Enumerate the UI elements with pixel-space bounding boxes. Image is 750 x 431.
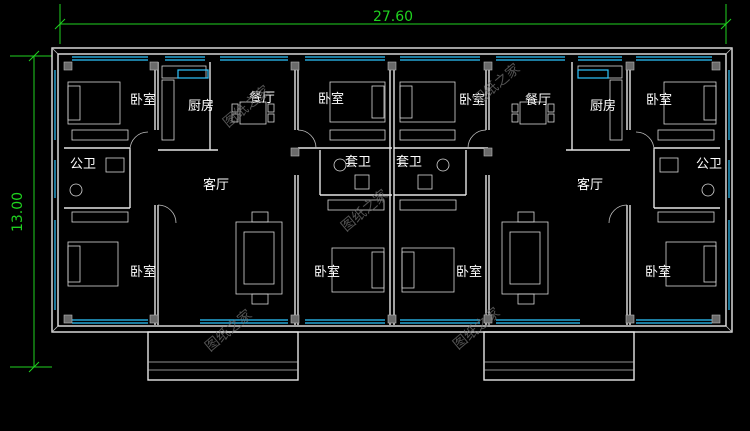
living-room-sofas: [235, 211, 549, 305]
bedroom-label: 卧室: [645, 264, 671, 280]
dining-label: 餐厅: [249, 90, 275, 106]
bedroom-label: 卧室: [314, 264, 340, 280]
watermark-text: 图纸之家: [202, 306, 256, 355]
structural-columns: [63, 61, 721, 324]
ensuite-bath-label: 套卫: [396, 154, 422, 170]
watermark-text: 图纸之家: [470, 60, 524, 109]
dining-tables: [231, 101, 555, 125]
kitchen-label: 厨房: [590, 98, 616, 114]
watermark-text: 图纸之家: [450, 304, 504, 353]
bedroom-label: 卧室: [130, 92, 156, 108]
dining-label: 餐厅: [525, 92, 551, 108]
outer-walls: [51, 47, 733, 333]
bathroom-fixtures: [69, 157, 715, 197]
height-dimension-label: 13.00: [10, 192, 26, 232]
width-dimension: 27.60: [54, 4, 732, 44]
beds: [67, 81, 717, 293]
width-dimension-label: 27.60: [373, 9, 413, 25]
bedroom-label: 卧室: [318, 91, 344, 107]
watermark-text: 图纸之家: [338, 186, 392, 235]
height-dimension: 13.00: [10, 50, 52, 373]
public-bath-label: 公卫: [696, 157, 722, 172]
public-bath-label: 公卫: [70, 157, 96, 172]
bedroom-label: 卧室: [646, 92, 672, 108]
ensuite-bath-label: 套卫: [345, 154, 371, 170]
kitchen-label: 厨房: [188, 98, 214, 114]
room-labels: 卧室 厨房 餐厅 卧室 卧室 餐厅 厨房 卧室 公卫 公卫 套卫 套卫 客厅 客…: [70, 90, 722, 280]
living-room-label: 客厅: [577, 177, 603, 193]
bedroom-label: 卧室: [459, 92, 485, 108]
wardrobes: [71, 129, 715, 223]
bedroom-label: 卧室: [130, 264, 156, 280]
windows: [54, 56, 730, 324]
interior-walls: [64, 62, 720, 325]
door-swings: [129, 129, 655, 224]
entry-porches: [147, 331, 635, 381]
living-room-label: 客厅: [203, 177, 229, 193]
bedroom-label: 卧室: [456, 264, 482, 280]
kitchen-fixtures: [161, 65, 623, 141]
